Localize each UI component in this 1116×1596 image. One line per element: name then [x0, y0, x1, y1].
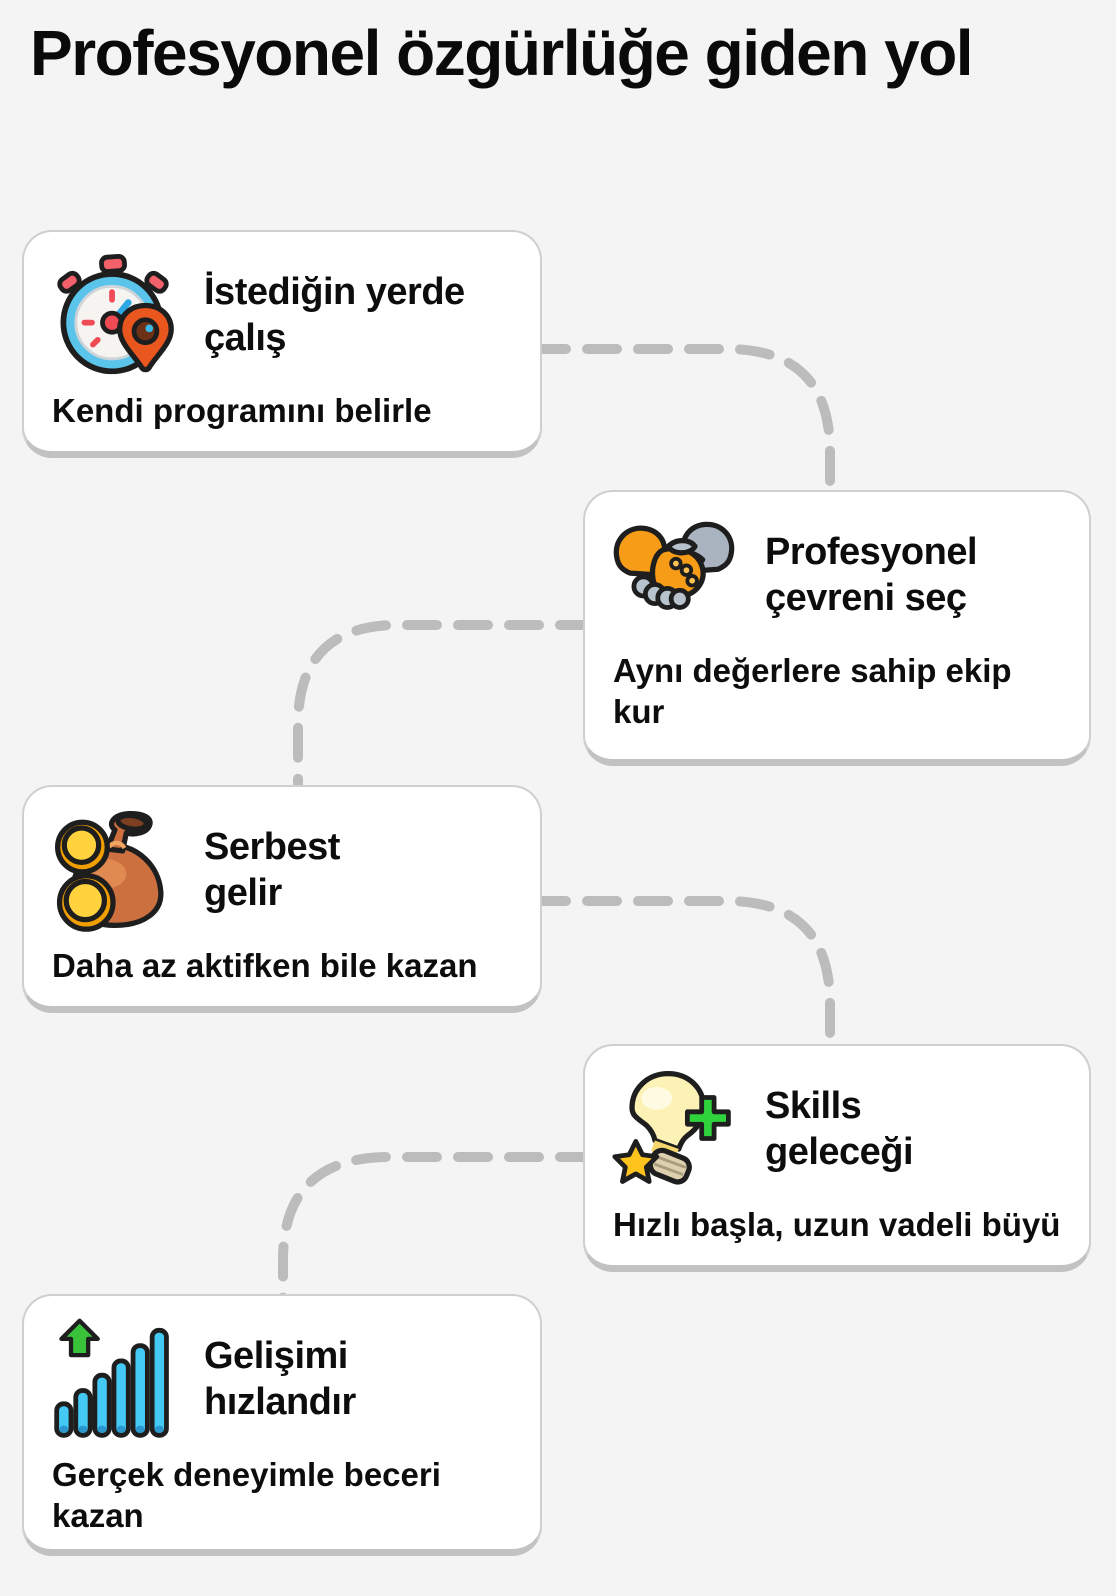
step-title: Profesyonel çevreni seç — [765, 530, 978, 619]
money-bag-icon — [50, 807, 176, 933]
connector-4-5 — [278, 1152, 595, 1303]
growth-bars-icon — [50, 1316, 176, 1442]
card-head: İstediğin yerde çalış — [50, 252, 514, 378]
step-title: Gelişimi hızlandır — [204, 1334, 356, 1423]
step-subtitle: Kendi programını belirle — [52, 392, 432, 429]
connector-2-3 — [293, 620, 595, 795]
lightbulb-plus-icon — [611, 1066, 737, 1192]
step-card-free-income: Serbest gelir Daha az aktifken bile kaza… — [22, 785, 542, 1013]
step-subtitle: Daha az aktifken bile kazan — [52, 947, 478, 984]
page-title: Profesyonel özgürlüğe giden yol — [30, 17, 974, 89]
step-card-skills-future: Skills geleceği Hızlı başla, uzun vadeli… — [583, 1044, 1091, 1272]
step-card-accelerate-growth: Gelişimi hızlandır Gerçek deneyimle bece… — [22, 1294, 542, 1556]
step-title: Serbest gelir — [204, 825, 340, 914]
step-subtitle: Aynı değerlere sahip ekip kur — [613, 652, 1012, 730]
card-head: Skills geleceği — [611, 1066, 1063, 1192]
step-card-professional-circle: Profesyonel çevreni seç Aynı değerlere s… — [583, 490, 1091, 766]
card-head: Serbest gelir — [50, 807, 514, 933]
card-head: Gelişimi hızlandır — [50, 1316, 514, 1442]
card-head: Profesyonel çevreni seç — [611, 512, 1063, 638]
stopwatch-location-icon — [50, 252, 176, 378]
connector-3-4 — [531, 896, 835, 1053]
step-title: Skills geleceği — [765, 1084, 914, 1173]
step-subtitle: Hızlı başla, uzun vadeli büyü — [613, 1206, 1061, 1243]
step-card-work-anywhere: İstediğin yerde çalış Kendi programını b… — [22, 230, 542, 458]
connector-1-2 — [531, 344, 835, 499]
step-subtitle: Gerçek deneyimle beceri kazan — [52, 1456, 441, 1534]
step-title: İstediğin yerde çalış — [204, 270, 465, 359]
handshake-icon — [611, 512, 737, 638]
